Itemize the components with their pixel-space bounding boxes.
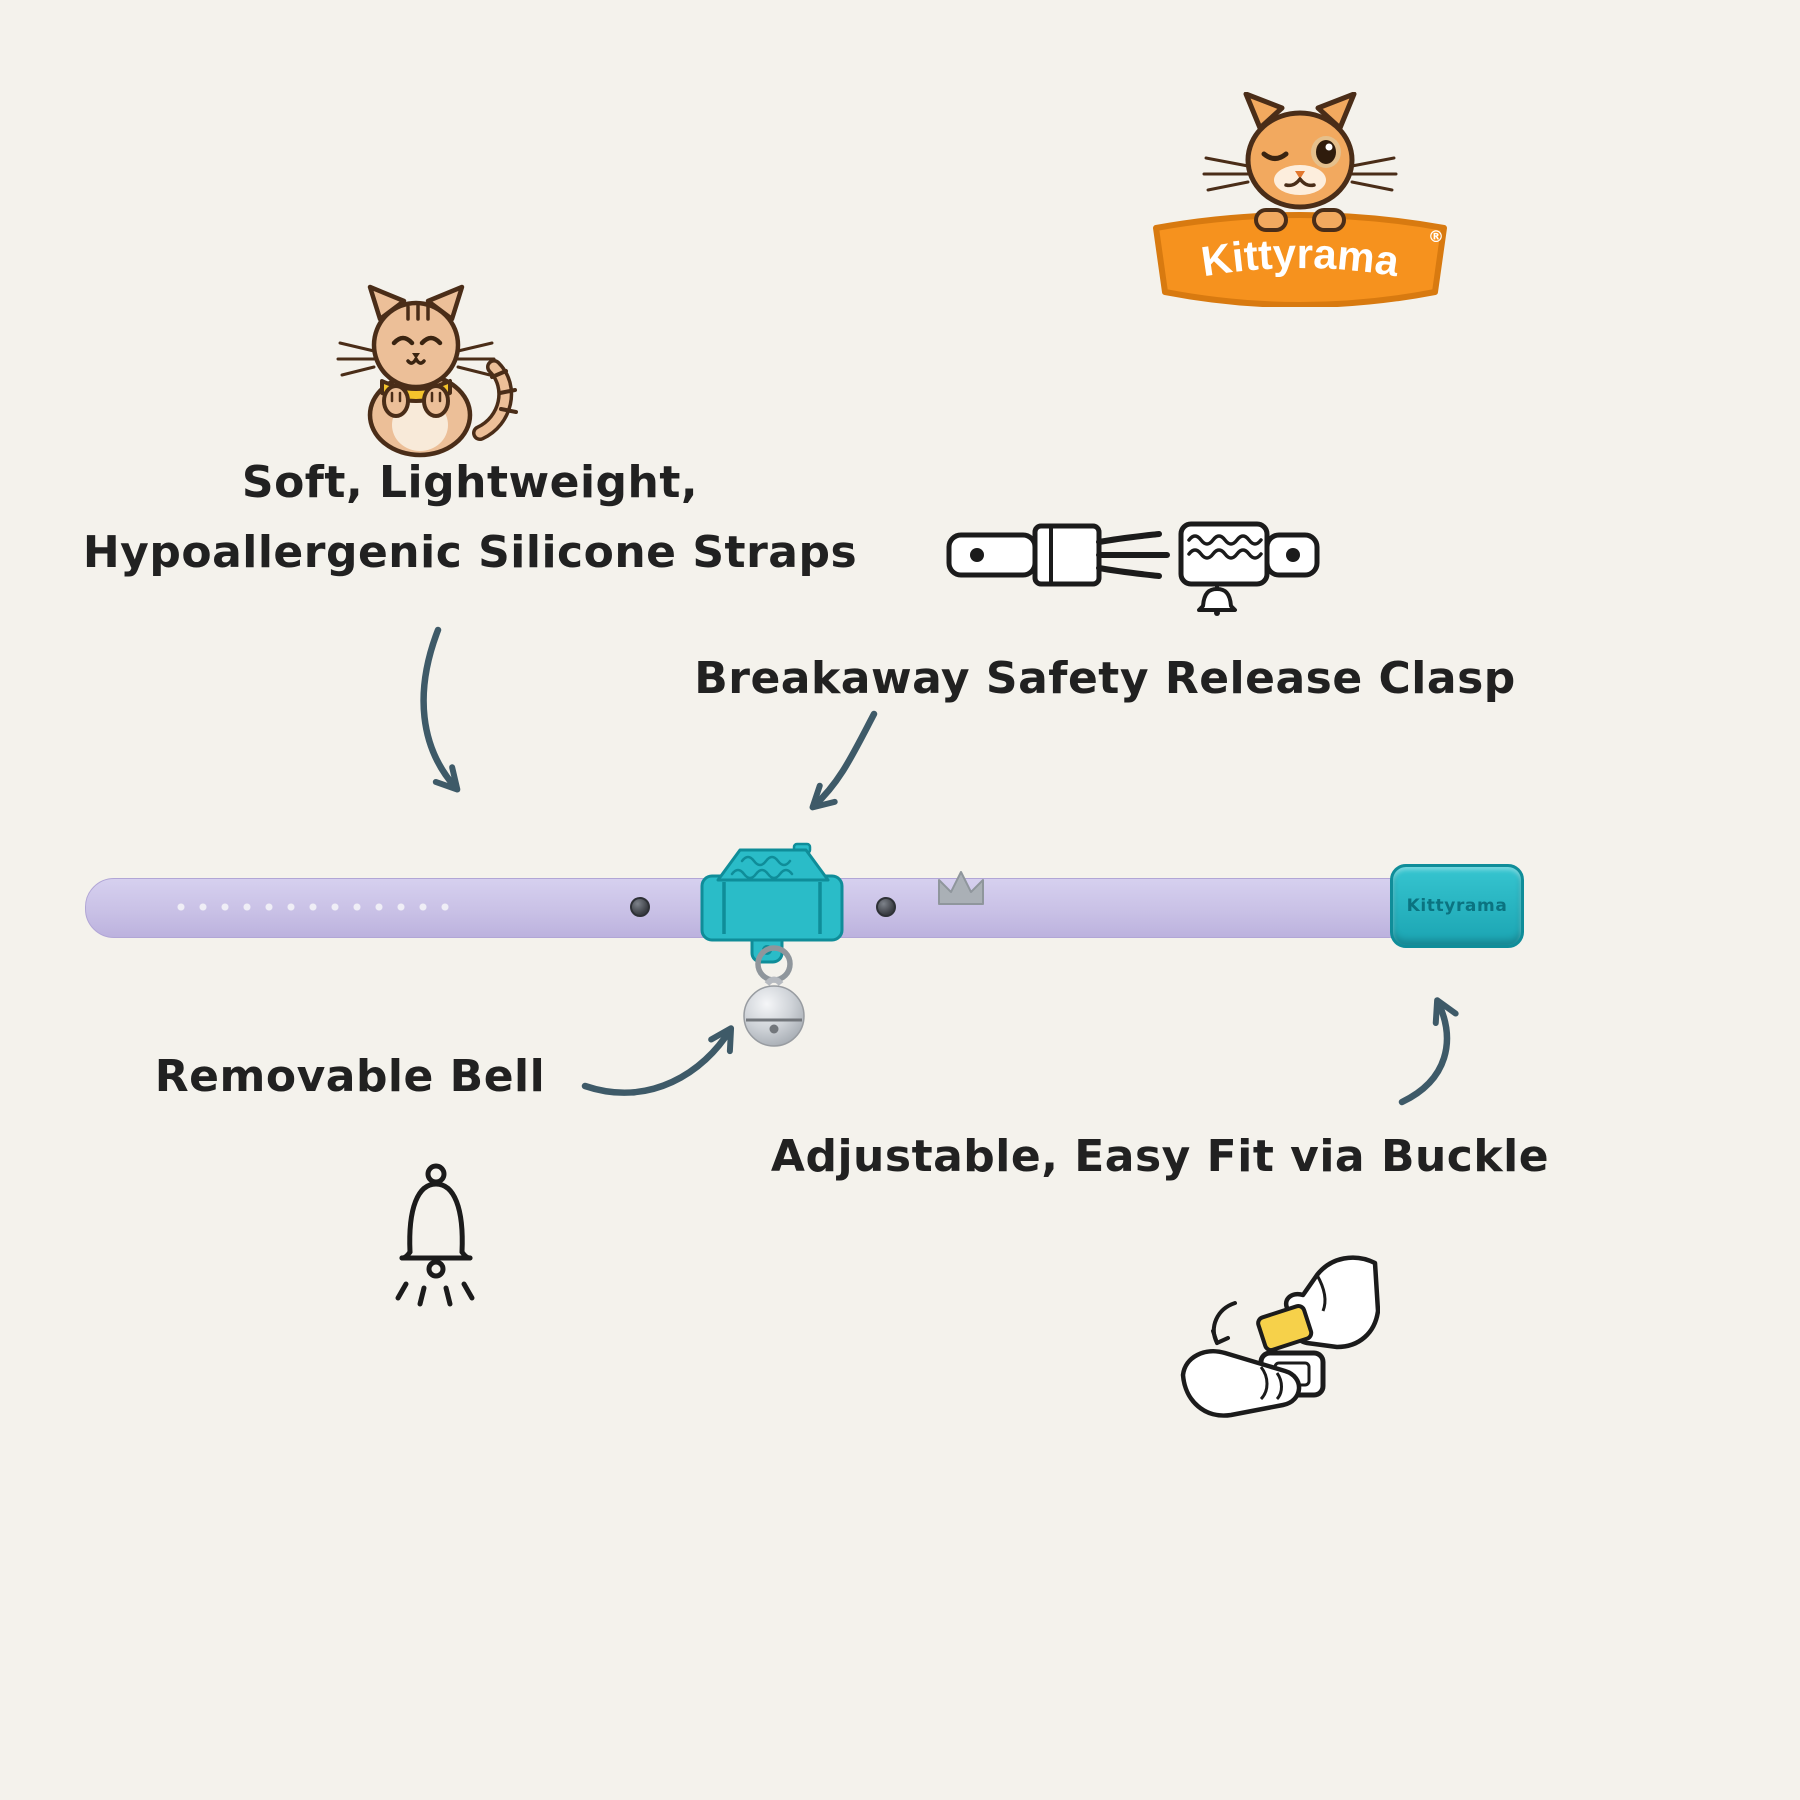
arrow-to-buckle	[1398, 997, 1459, 1106]
clasp-label: Breakaway Safety Release Clasp	[694, 653, 1516, 704]
strap-holes	[170, 903, 462, 911]
buckle-label: Adjustable, Easy Fit via Buckle	[770, 1131, 1550, 1182]
arrow-to-clasp	[809, 710, 878, 811]
crown-charm-icon	[938, 871, 984, 905]
bell-sketch-icon	[395, 1163, 475, 1307]
bell-label: Removable Bell	[154, 1051, 546, 1102]
bell-ring	[755, 945, 793, 983]
arrow-to-bell	[581, 1025, 735, 1096]
breakaway-clasp-sketch-icon	[946, 521, 1320, 616]
straps-label-line1: Soft, Lightweight,	[241, 457, 699, 508]
strap-stud-right	[876, 897, 896, 917]
logo-text: Kittyrama	[1198, 230, 1403, 285]
winking-cat-icon	[1202, 92, 1398, 210]
logo-banner: Kittyrama ®	[1153, 208, 1447, 307]
registered-mark: ®	[1428, 227, 1444, 246]
arrow-to-strap	[420, 626, 461, 793]
straps-label: Soft, Lightweight, Hypoallergenic Silico…	[60, 448, 880, 589]
straps-label-line2: Hypoallergenic Silicone Straps	[82, 527, 858, 579]
strap-stud-left	[630, 897, 650, 917]
collar-bell	[743, 945, 805, 1047]
hands-buckle-sketch-icon	[1180, 1255, 1380, 1418]
buckle-brand-text: Kittyrama	[1406, 896, 1508, 916]
collar-clasp	[700, 842, 844, 964]
collar-buckle: Kittyrama	[1390, 864, 1524, 948]
kittyrama-logo: Kittyrama ®	[1153, 92, 1447, 307]
happy-cat-icon	[336, 284, 518, 458]
